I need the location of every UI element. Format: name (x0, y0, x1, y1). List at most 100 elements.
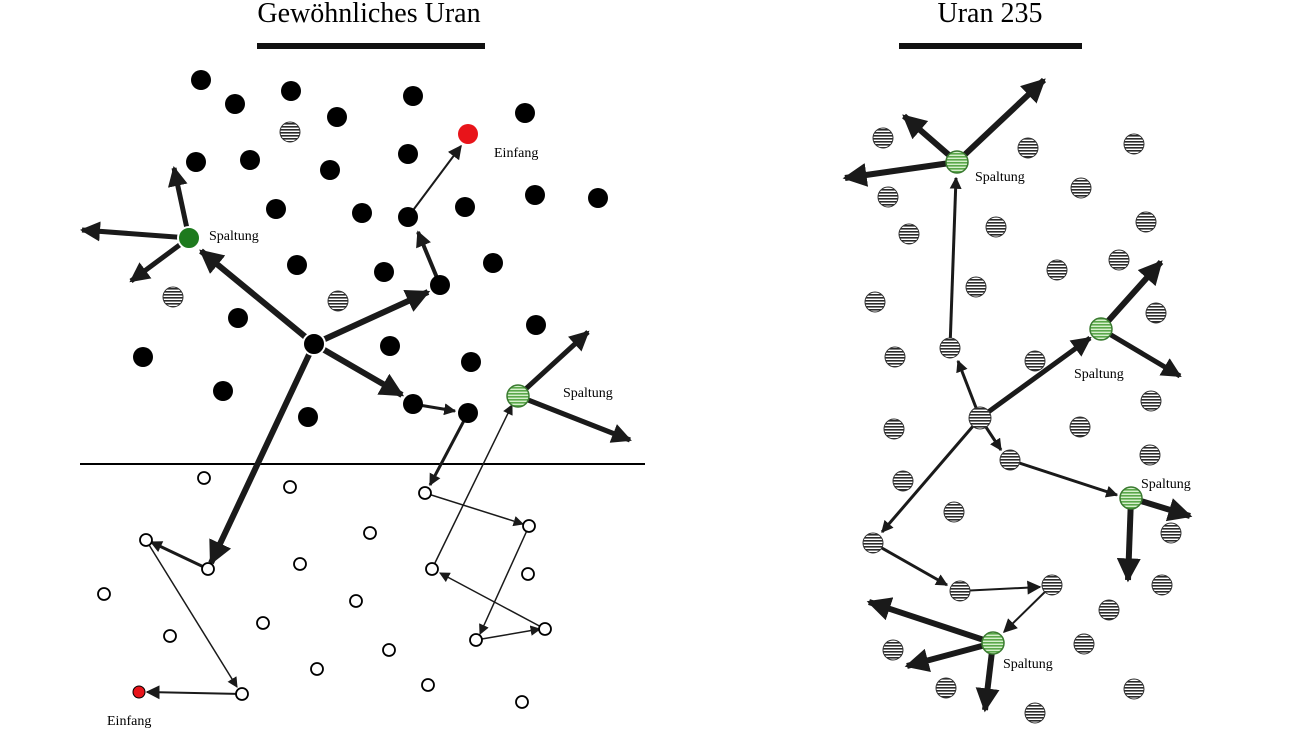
label-r-fission-1: Spaltung (975, 170, 1025, 185)
capture-nucleus-bottom (132, 685, 146, 699)
u235-nucleus (1135, 211, 1157, 233)
left-u235-nuclei (162, 121, 349, 312)
u235-nucleus (892, 470, 914, 492)
u238-nucleus (374, 262, 394, 282)
hollow-nucleus (283, 480, 297, 494)
arrow-zz-3 (475, 625, 542, 641)
u235-nucleus (985, 216, 1007, 238)
label-capture-top: Einfang (494, 146, 538, 161)
u238-nucleus (225, 94, 245, 114)
u238-nucleus (213, 381, 233, 401)
arrow-r-bottom-upleft (866, 597, 994, 646)
u235-nucleus (1017, 137, 1039, 159)
u235-nucleus (1108, 249, 1130, 271)
u238-nucleus (515, 103, 535, 123)
arrow-bl-1 (149, 540, 209, 571)
arrow-r-right-down (1099, 326, 1182, 379)
arrow-bl-3 (145, 685, 243, 700)
u235-nucleus (1123, 133, 1145, 155)
u235-nucleus (882, 639, 904, 661)
u238-nucleus (240, 150, 260, 170)
u238-nucleus (398, 207, 418, 227)
hollow-nucleus (310, 662, 324, 676)
right-neutron-paths (842, 77, 1193, 713)
arrow-fission-down-left (129, 235, 191, 284)
label-r-fission-4: Spaltung (1003, 657, 1053, 672)
left-panel: Gewöhnliches Uran (80, 0, 645, 729)
u235-nucleus (1073, 633, 1095, 655)
u235-nucleus (877, 186, 899, 208)
hollow-nucleus (382, 643, 396, 657)
hollow-nucleus (197, 471, 211, 485)
u238-nucleus (327, 107, 347, 127)
hollow-nucleus (97, 587, 111, 601)
u235-nucleus (999, 449, 1021, 471)
left-title-underline (257, 43, 485, 49)
hollow-nucleus (522, 519, 536, 533)
u238-nucleus (287, 255, 307, 275)
fission-nucleus-striped (1119, 486, 1143, 510)
hollow-nucleus (235, 687, 249, 701)
u235-nucleus (898, 223, 920, 245)
u235-nucleus (162, 286, 184, 308)
right-u235-nuclei (862, 127, 1182, 724)
arrow-r-hub-downleft (880, 417, 982, 533)
fission-nucleus-striped-left (506, 384, 530, 408)
right-title: Uran 235 (938, 0, 1043, 29)
arrow-r-top-left (842, 159, 958, 187)
u235-nucleus (1151, 574, 1173, 596)
u238-nucleus (403, 394, 423, 414)
u238-nucleus (458, 403, 478, 423)
fission-nucleus-solid (177, 226, 201, 250)
u238-nucleus (320, 160, 340, 180)
hollow-nucleus (201, 562, 215, 576)
arrow-hub-to-fission (199, 248, 316, 347)
u238-nucleus-hub (302, 332, 326, 356)
arrow-r-bottom-left (904, 640, 994, 673)
u238-nucleus (525, 185, 545, 205)
u235-nucleus (965, 276, 987, 298)
u235-nucleus (949, 580, 971, 602)
right-fission-nuclei (945, 150, 1143, 655)
right-panel: Uran 235 (842, 0, 1193, 724)
u235-nucleus (935, 677, 957, 699)
u235-nucleus (884, 346, 906, 368)
arrow-r-low-3 (1002, 584, 1053, 633)
u238-nucleus (281, 81, 301, 101)
u238-nucleus (398, 144, 418, 164)
arrow-zz-4 (439, 572, 546, 630)
u238-nucleus (526, 315, 546, 335)
u235-nucleus (1046, 259, 1068, 281)
arrow-r-mid-down (1116, 497, 1141, 583)
u238-nucleus (298, 407, 318, 427)
arrow-r-hub-upright (978, 335, 1092, 421)
u235-nucleus (1160, 522, 1182, 544)
u238-nucleus (403, 86, 423, 106)
fission-nucleus-striped (981, 631, 1005, 655)
label-capture-bottom: Einfang (107, 714, 151, 729)
hollow-nucleus (163, 629, 177, 643)
u235-nucleus (1069, 416, 1091, 438)
hollow-nucleus (256, 616, 270, 630)
fission-nucleus-striped (945, 150, 969, 174)
arrow-fission-right-down (517, 393, 632, 443)
arrow-bl-2 (145, 539, 238, 688)
capture-nucleus-top (458, 124, 478, 144)
u238-nucleus (352, 203, 372, 223)
hollow-nucleus (469, 633, 483, 647)
label-r-fission-2: Spaltung (1074, 367, 1124, 382)
u235-nucleus (1098, 599, 1120, 621)
u235-nucleus (1070, 177, 1092, 199)
arrow-r-top-upright (954, 77, 1047, 165)
arrow-zz-5 (431, 404, 513, 570)
u238-nucleus (461, 352, 481, 372)
label-fission-top: Spaltung (209, 229, 259, 244)
u235-nucleus (1123, 678, 1145, 700)
u235-nucleus (327, 290, 349, 312)
hollow-nucleus (293, 557, 307, 571)
arrow-r-right-up (1098, 259, 1164, 332)
arrow-r-low-2 (959, 580, 1042, 595)
u238-nucleus (266, 199, 286, 219)
hollow-nucleus (521, 567, 535, 581)
